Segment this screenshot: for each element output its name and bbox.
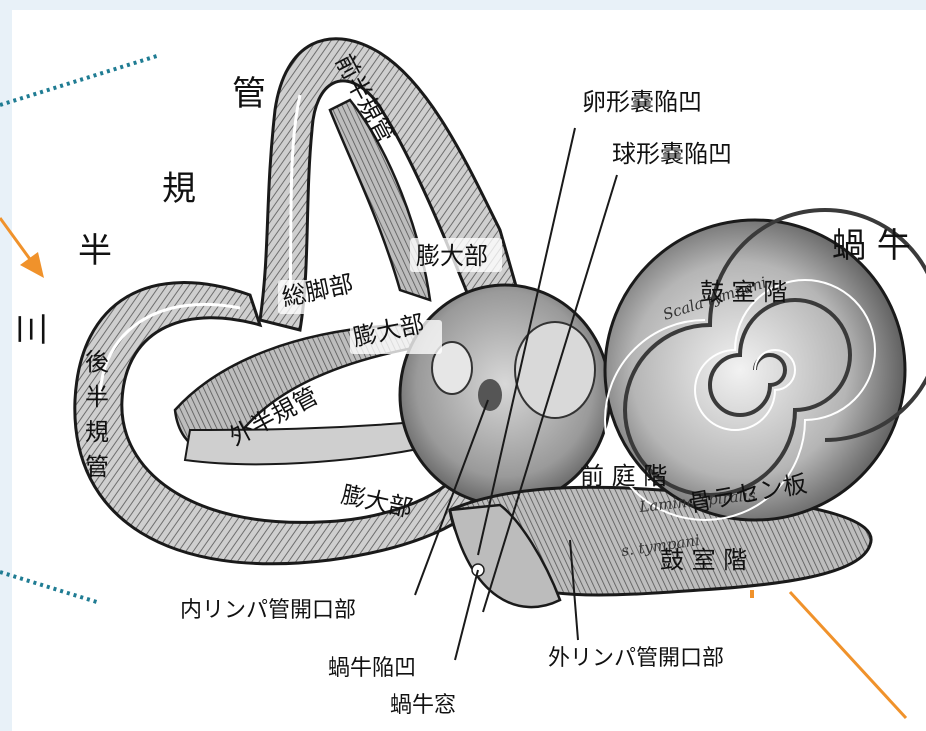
label-semicircular-2: 規 xyxy=(162,169,196,209)
label-scala-tympani-top: 鼓 室 階 xyxy=(700,278,787,306)
label-three: 三 xyxy=(13,312,53,346)
label-semicircular-3: 管 xyxy=(232,74,266,114)
label-scala-vestibuli: 前 庭 階 xyxy=(580,462,667,490)
label-anterior-canal: 前半規管 xyxy=(330,50,400,148)
label-posterior-canal-1: 後 xyxy=(85,348,109,376)
label-spherical-recess: 球形嚢陥凹 xyxy=(612,140,732,168)
label-ampulla-top: 膨大部 xyxy=(416,242,488,270)
label-posterior-canal-2: 半 xyxy=(85,383,109,411)
label-cochlear-recess: 蝸牛陥凹 xyxy=(328,656,416,681)
label-cochlea: 蝸 牛 xyxy=(832,226,911,266)
label-spiral-lamina: 骨ラセン板 xyxy=(686,469,809,517)
label-endolymph-opening: 内リンパ管開口部 xyxy=(180,598,356,623)
label-scala-tympani-bottom: 鼓 室 階 xyxy=(660,546,747,574)
label-semicircular-1: 半 xyxy=(78,231,112,271)
label-ampulla-bottom: 膨大部 xyxy=(339,480,415,522)
label-elliptical-recess: 卵形嚢陥凹 xyxy=(582,88,702,116)
label-perilymph-opening: 外リンパ管開口部 xyxy=(548,646,724,671)
label-cochlear-window: 蝸牛窓 xyxy=(390,693,456,718)
label-posterior-canal-4: 管 xyxy=(85,453,109,481)
label-posterior-canal-3: 規 xyxy=(85,418,109,446)
label-lateral-canal: 外半規管 xyxy=(225,382,323,452)
